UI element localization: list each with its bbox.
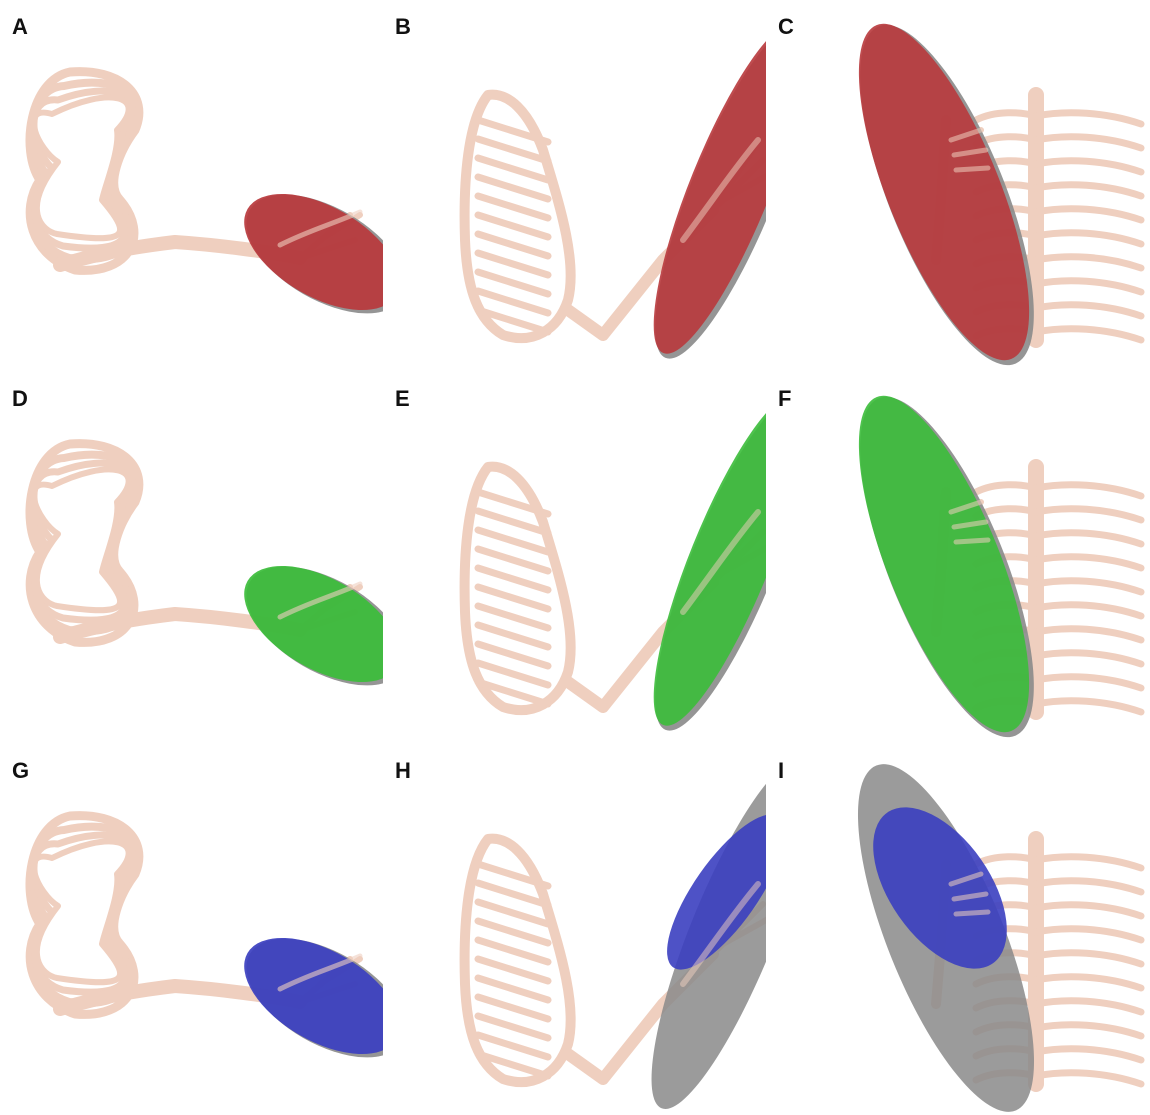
- panel-label: F: [778, 386, 791, 412]
- panel-e: E: [383, 372, 766, 743]
- panel-illustration: [766, 0, 1149, 371]
- rib-right: [1036, 557, 1141, 568]
- rib-right: [1036, 653, 1141, 664]
- panel-c: C: [766, 0, 1149, 371]
- rib-right: [1036, 1025, 1141, 1036]
- panel-i: I: [766, 744, 1149, 1115]
- rib-right: [1036, 185, 1141, 196]
- panel-illustration: [383, 744, 766, 1115]
- rib-right: [1036, 485, 1141, 496]
- rib-right: [1036, 929, 1141, 940]
- rib-right: [1036, 677, 1141, 688]
- panel-a: A: [0, 0, 383, 371]
- panel-illustration: [766, 372, 1149, 743]
- panel-illustration: [0, 372, 383, 743]
- panel-label: D: [12, 386, 28, 412]
- rib-right: [1036, 161, 1141, 172]
- rib-right: [1036, 233, 1141, 244]
- rib-right: [1036, 1049, 1141, 1060]
- rib-right: [1036, 1001, 1141, 1012]
- panel-g: G: [0, 744, 383, 1115]
- panel-label: B: [395, 14, 411, 40]
- rib-left: [976, 485, 1036, 492]
- panel-illustration: [383, 372, 766, 743]
- rib-right: [1036, 1073, 1141, 1084]
- panel-illustration: [0, 0, 383, 371]
- rib-right: [1036, 857, 1141, 868]
- panel-d: D: [0, 372, 383, 743]
- force-ellipse: [626, 8, 766, 368]
- panel-illustration: [766, 744, 1149, 1115]
- panel-illustration: [383, 0, 766, 371]
- rib-right: [1036, 509, 1141, 520]
- panel-b: B: [383, 0, 766, 371]
- rib-right: [1036, 605, 1141, 616]
- rib-right: [1036, 305, 1141, 316]
- panel-illustration: [0, 744, 383, 1115]
- rib-right: [1036, 905, 1141, 916]
- panel-f: F: [766, 372, 1149, 743]
- panel-label: I: [778, 758, 784, 784]
- rib-right: [1036, 113, 1141, 124]
- rib-right: [1036, 953, 1141, 964]
- rib-right: [1036, 137, 1141, 148]
- rib-right: [1036, 209, 1141, 220]
- rib-left: [976, 857, 1036, 864]
- panel-label: C: [778, 14, 794, 40]
- panel-label: E: [395, 386, 410, 412]
- panel-label: G: [12, 758, 29, 784]
- rib-left: [976, 113, 1036, 120]
- rib-right: [1036, 629, 1141, 640]
- panel-label: H: [395, 758, 411, 784]
- rib-right: [1036, 533, 1141, 544]
- rib-right: [1036, 701, 1141, 712]
- rib-right: [1036, 581, 1141, 592]
- rib-right: [1036, 881, 1141, 892]
- panel-h: H: [383, 744, 766, 1115]
- rib-right: [1036, 977, 1141, 988]
- rib-right: [1036, 281, 1141, 292]
- rib-right: [1036, 329, 1141, 340]
- force-ellipse: [626, 380, 766, 740]
- rib-right: [1036, 257, 1141, 268]
- panel-label: A: [12, 14, 28, 40]
